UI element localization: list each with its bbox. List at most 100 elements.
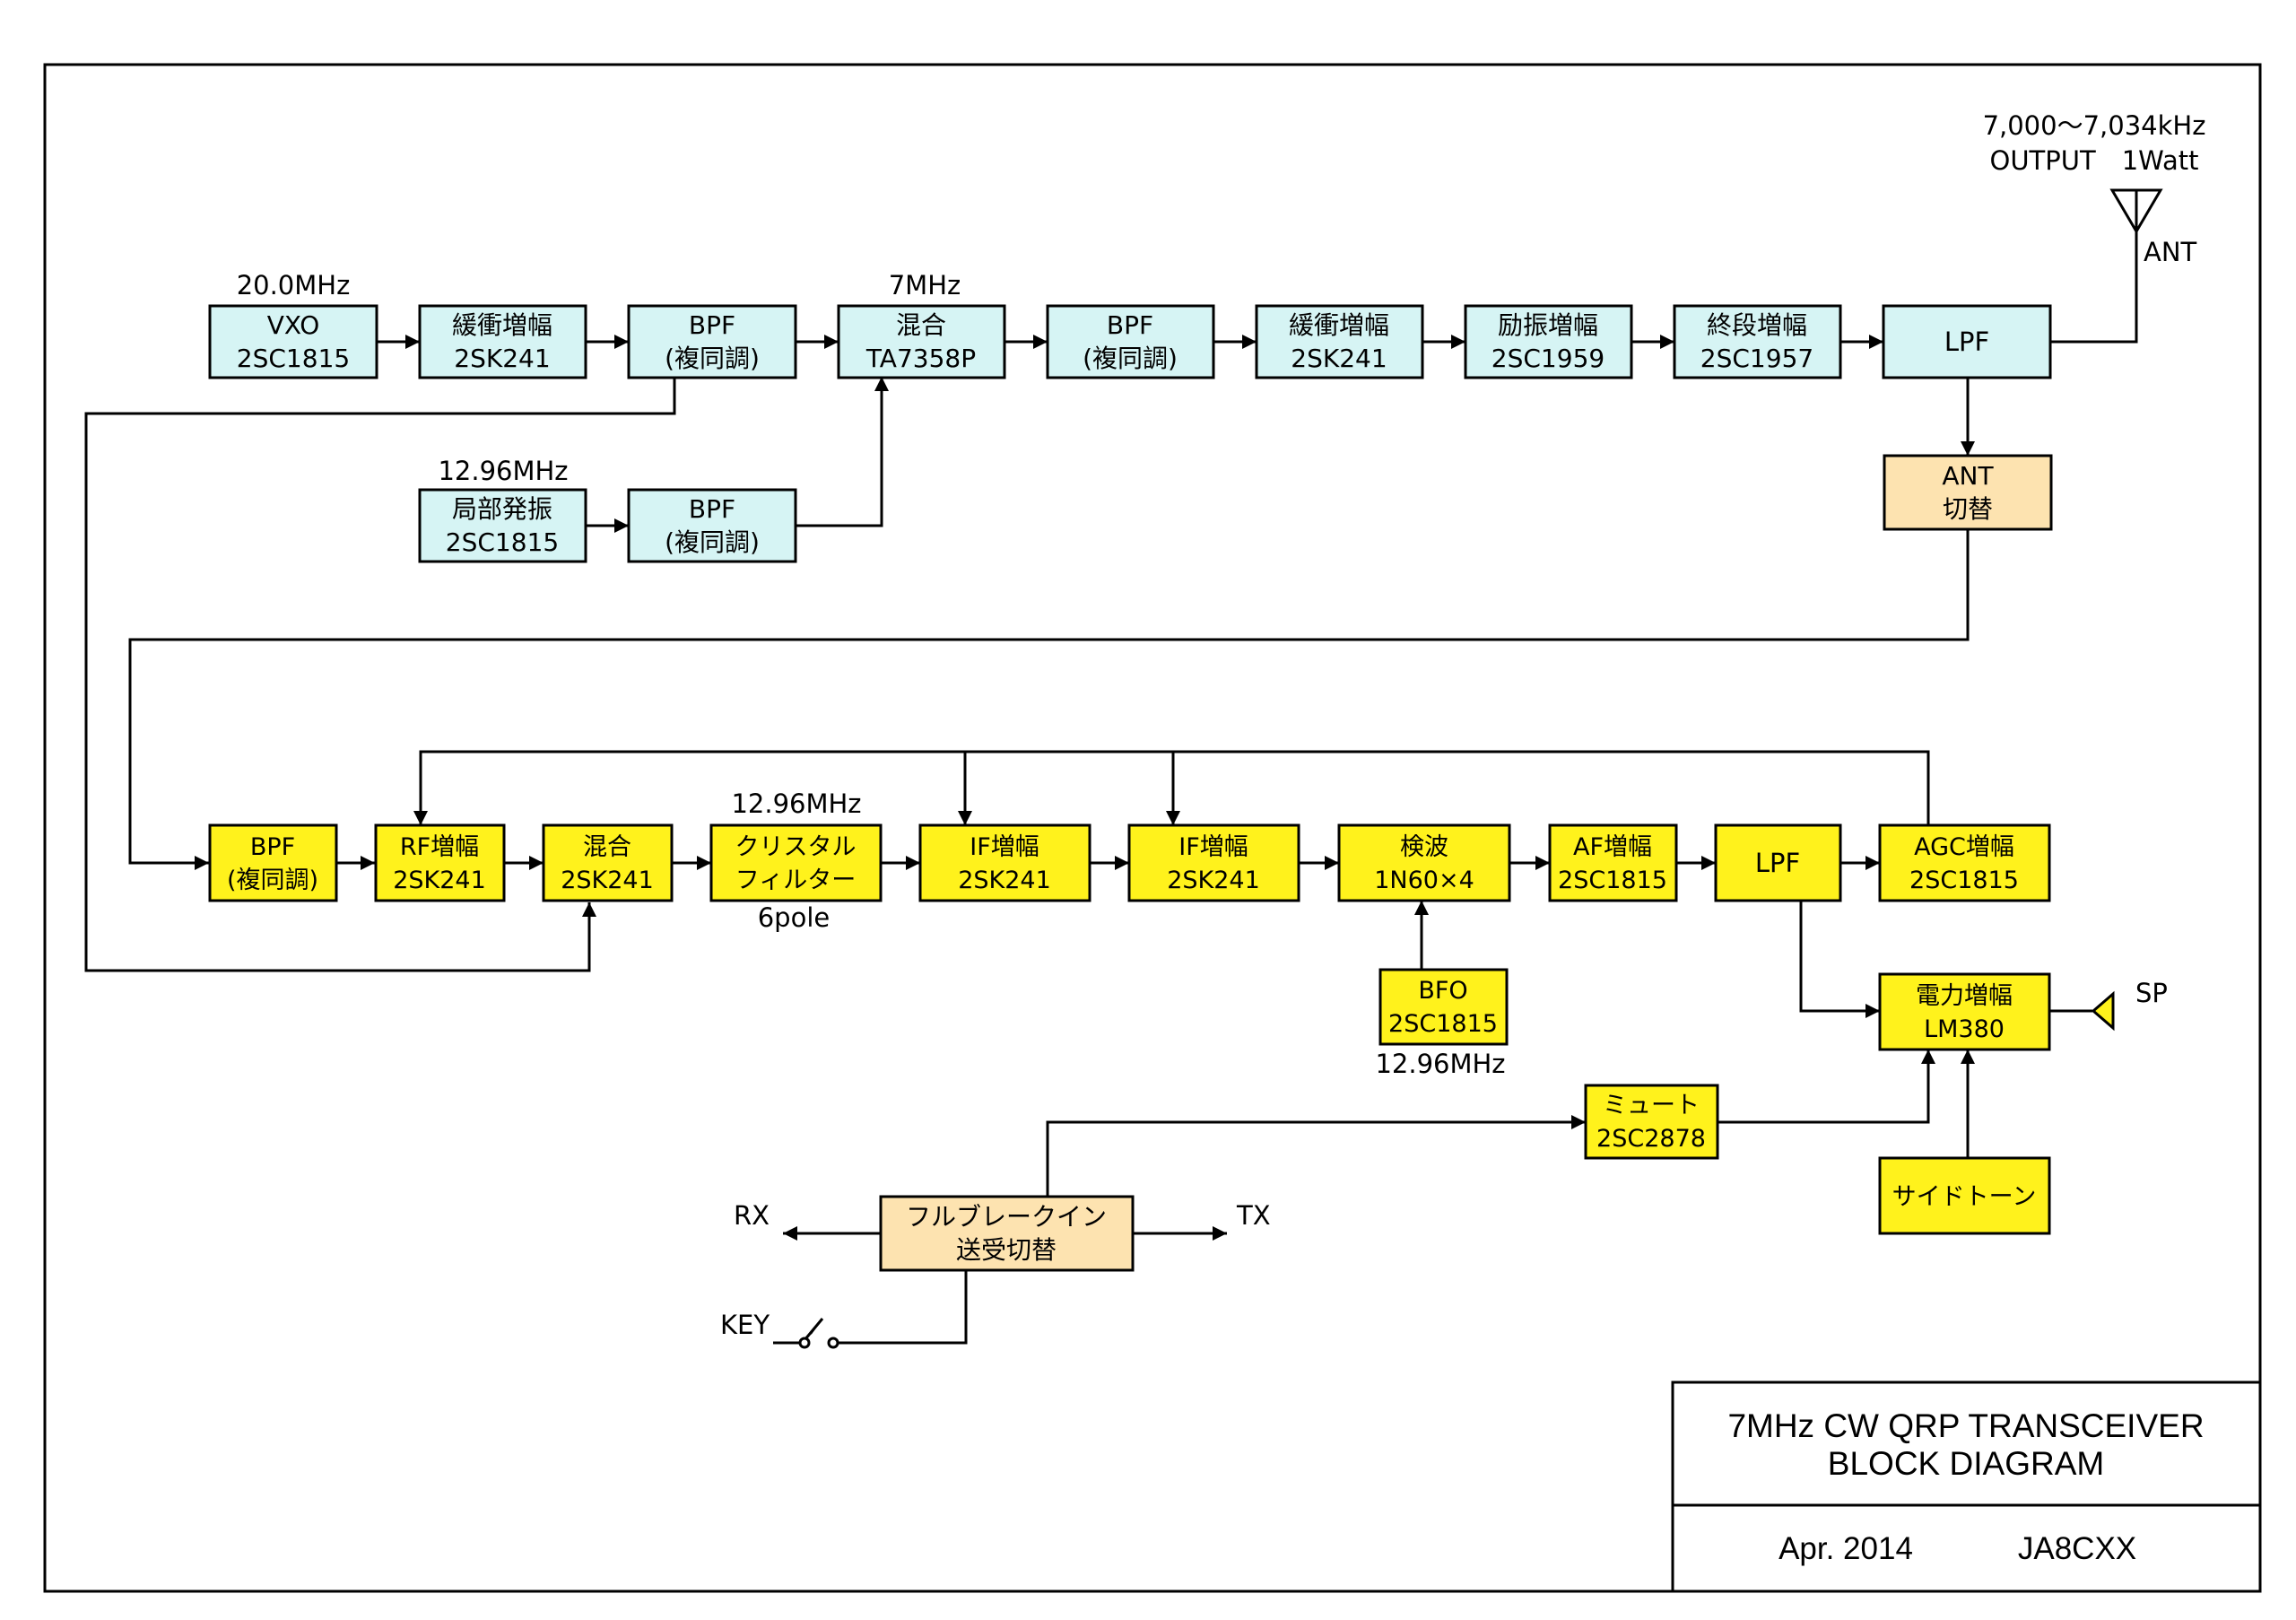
block-detector-line1: 検波 bbox=[1400, 833, 1448, 861]
drawing-frame bbox=[43, 63, 2262, 1593]
block-tx-bpf-1: BPF (複同調) bbox=[627, 304, 797, 379]
block-tx-lpf-line1: LPF bbox=[1944, 327, 1989, 357]
block-local-oscillator: 局部発振 2SC1815 bbox=[418, 488, 587, 563]
block-tr-switch-line2: 送受切替 bbox=[956, 1235, 1057, 1265]
mix-frequency-label: 7MHz bbox=[889, 270, 961, 300]
key-label: KEY bbox=[720, 1310, 770, 1340]
block-tx-mixer-line1: 混合 bbox=[896, 310, 946, 340]
block-lo-bpf-line2: (複同調) bbox=[665, 527, 760, 557]
block-lo-bpf-line1: BPF bbox=[689, 494, 735, 524]
block-vxo-line1: VXO bbox=[267, 310, 320, 340]
block-af-amp-line1: AF増幅 bbox=[1573, 833, 1652, 861]
antenna-icon bbox=[2109, 188, 2163, 234]
speaker-icon bbox=[2091, 990, 2115, 1032]
block-if-amp-2: IF増幅 2SK241 bbox=[1127, 823, 1300, 902]
block-tx-lpf: LPF bbox=[1882, 304, 2052, 379]
block-rf-amp-line2: 2SK241 bbox=[393, 867, 486, 894]
block-detector: 検波 1N60×4 bbox=[1337, 823, 1511, 902]
block-mute-line1: ミュート bbox=[1603, 1092, 1700, 1119]
block-ant-switch-line1: ANT bbox=[1942, 461, 1994, 491]
sp-label: SP bbox=[2135, 978, 2168, 1008]
block-lo-bpf: BPF (複同調) bbox=[627, 488, 797, 563]
block-tx-buffer-amp-2: 緩衝増幅 2SK241 bbox=[1255, 304, 1424, 379]
block-rx-mixer-line2: 2SK241 bbox=[561, 867, 654, 894]
block-sidetone-line1: サイドトーン bbox=[1892, 1183, 2037, 1211]
block-tx-mixer-line2: TA7358P bbox=[865, 344, 976, 373]
block-tx-buffer-amp-line1: 緩衝増幅 bbox=[452, 310, 552, 340]
block-ant-switch-line2: 切替 bbox=[1943, 494, 1993, 524]
block-final-amp-line1: 終段増幅 bbox=[1707, 310, 1807, 340]
block-driver-amp-line1: 励振増幅 bbox=[1498, 310, 1598, 340]
block-crystal-filter: クリスタル フィルター bbox=[709, 823, 883, 902]
ant-label: ANT bbox=[2144, 237, 2197, 267]
block-agc-amp-line2: 2SC1815 bbox=[1909, 867, 2019, 894]
block-ant-switch: ANT 切替 bbox=[1883, 454, 2053, 531]
block-driver-amp-line2: 2SC1959 bbox=[1492, 344, 1605, 373]
block-tx-buffer-amp-2-line2: 2SK241 bbox=[1291, 344, 1387, 373]
bfo-frequency-label: 12.96MHz bbox=[1375, 1049, 1505, 1079]
block-driver-amp: 励振増幅 2SC1959 bbox=[1464, 304, 1633, 379]
block-vxo: VXO 2SC1815 bbox=[208, 304, 378, 379]
block-rf-amp: RF増幅 2SK241 bbox=[374, 823, 506, 902]
rx-label: RX bbox=[734, 1200, 770, 1231]
output-power-label: OUTPUT 1Watt bbox=[1990, 145, 2199, 176]
block-power-amp-line1: 電力増幅 bbox=[1916, 982, 2013, 1010]
block-if-amp-1-line1: IF増幅 bbox=[970, 833, 1039, 861]
block-rf-amp-line1: RF増幅 bbox=[400, 833, 479, 861]
block-rx-lpf: LPF bbox=[1714, 823, 1842, 902]
block-if-amp-2-line2: 2SK241 bbox=[1167, 867, 1260, 894]
block-crystal-filter-line1: クリスタル bbox=[735, 833, 857, 861]
block-power-amp: 電力増幅 LM380 bbox=[1878, 972, 2051, 1051]
vxo-frequency-label: 20.0MHz bbox=[237, 270, 351, 300]
block-mute-line2: 2SC2878 bbox=[1596, 1125, 1706, 1153]
title-block: 7MHz CW QRP TRANSCEIVER BLOCK DIAGRAM Ap… bbox=[1671, 1380, 2262, 1593]
block-rx-bpf-line2: (複同調) bbox=[227, 867, 318, 894]
block-final-amp: 終段増幅 2SC1957 bbox=[1673, 304, 1842, 379]
block-tx-buffer-amp-2-line1: 緩衝増幅 bbox=[1289, 310, 1389, 340]
block-vxo-line2: 2SC1815 bbox=[237, 344, 350, 373]
block-crystal-filter-line2: フィルター bbox=[735, 867, 856, 894]
block-bfo: BFO 2SC1815 bbox=[1378, 968, 1509, 1046]
block-af-amp-line2: 2SC1815 bbox=[1558, 867, 1667, 894]
block-rx-bpf-line1: BPF bbox=[250, 833, 295, 861]
block-power-amp-line2: LM380 bbox=[1924, 1015, 2005, 1043]
block-rx-mixer-line1: 混合 bbox=[583, 833, 631, 861]
diagram-date: Apr. 2014 bbox=[1779, 1531, 1913, 1566]
block-tr-switch: フルブレークイン 送受切替 bbox=[879, 1195, 1135, 1272]
block-bfo-line1: BFO bbox=[1418, 977, 1467, 1005]
block-rx-mixer: 混合 2SK241 bbox=[542, 823, 674, 902]
lo-frequency-label: 12.96MHz bbox=[438, 456, 568, 486]
block-tx-bpf-2: BPF (複同調) bbox=[1046, 304, 1215, 379]
block-sidetone: サイドトーン bbox=[1878, 1156, 2051, 1235]
diagram-title-line2: BLOCK DIAGRAM bbox=[1828, 1445, 2104, 1482]
block-tx-bpf-2-line2: (複同調) bbox=[1083, 344, 1178, 373]
connections bbox=[84, 226, 2138, 1345]
block-tx-bpf-1-line1: BPF bbox=[689, 310, 735, 340]
block-tx-mixer: 混合 TA7358P bbox=[837, 304, 1006, 379]
block-local-oscillator-line2: 2SC1815 bbox=[446, 527, 559, 557]
block-rx-lpf-line1: LPF bbox=[1755, 848, 1800, 878]
output-range-label: 7,000～7,034kHz bbox=[1983, 110, 2206, 141]
block-tx-buffer-amp-line2: 2SK241 bbox=[454, 344, 550, 373]
block-local-oscillator-line1: 局部発振 bbox=[452, 494, 552, 524]
tx-label: TX bbox=[1236, 1200, 1271, 1231]
diagram-title-line1: 7MHz CW QRP TRANSCEIVER bbox=[1727, 1407, 2204, 1444]
block-bfo-line2: 2SC1815 bbox=[1388, 1010, 1498, 1038]
block-if-amp-1: IF増幅 2SK241 bbox=[918, 823, 1091, 902]
block-tr-switch-line1: フルブレークイン bbox=[906, 1202, 1107, 1232]
block-if-amp-2-line1: IF増幅 bbox=[1178, 833, 1248, 861]
block-mute: ミュート 2SC2878 bbox=[1584, 1084, 1719, 1160]
block-if-amp-1-line2: 2SK241 bbox=[958, 867, 1051, 894]
block-rx-bpf: BPF (複同調) bbox=[208, 823, 338, 902]
xtal-poles-label: 6pole bbox=[758, 902, 831, 933]
block-detector-line2: 1N60×4 bbox=[1374, 867, 1474, 894]
key-switch-symbol bbox=[798, 1323, 839, 1349]
block-tx-bpf-2-line1: BPF bbox=[1107, 310, 1153, 340]
block-agc-amp-line1: AGC増幅 bbox=[1914, 833, 2014, 861]
block-tx-buffer-amp: 緩衝増幅 2SK241 bbox=[418, 304, 587, 379]
block-tx-bpf-1-line2: (複同調) bbox=[665, 344, 760, 373]
block-final-amp-line2: 2SC1957 bbox=[1700, 344, 1813, 373]
block-af-amp: AF増幅 2SC1815 bbox=[1548, 823, 1678, 902]
diagram-author: JA8CXX bbox=[2018, 1531, 2136, 1566]
